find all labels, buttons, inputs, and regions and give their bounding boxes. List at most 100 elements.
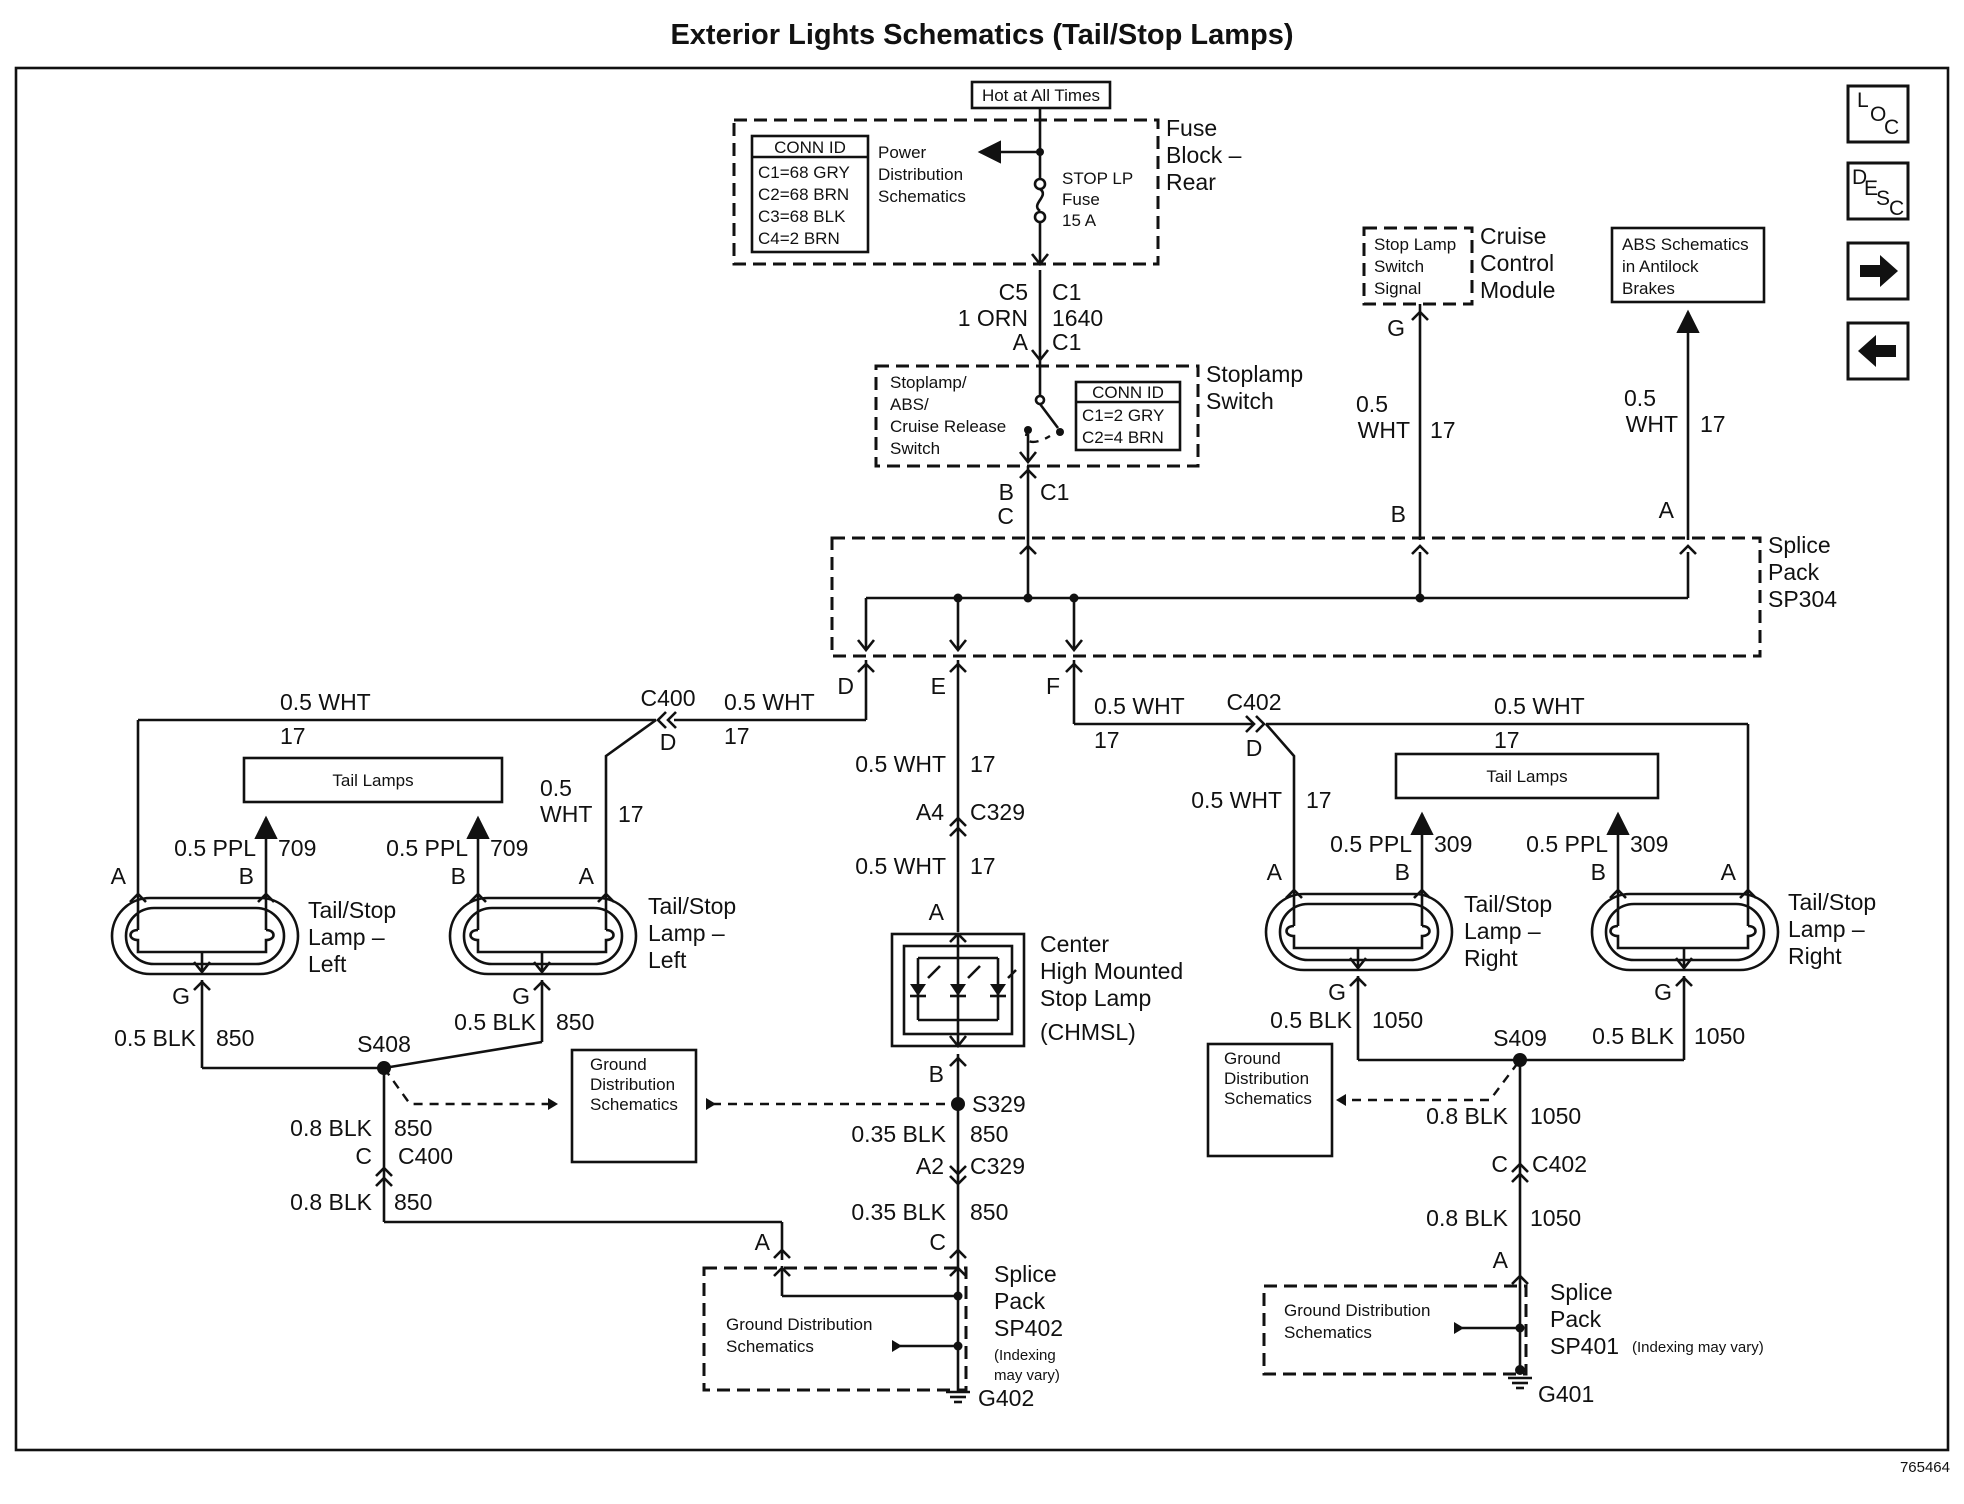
right-circuit: 0.5 WHT 17 C402 D 0.5 WHT 17 0.5 WHT 17 … <box>1065 660 1876 1372</box>
lower-gauge: 0.8 BLK <box>1426 1103 1508 1129</box>
cruise-signal-label: Stop Lamp <box>1374 235 1456 254</box>
conn-id-row: C1=68 GRY <box>758 163 850 182</box>
lamp-name: Tail/Stop <box>308 897 396 923</box>
tail-stop-lamp-left-1 <box>110 892 300 976</box>
conn-id-row: C2=68 BRN <box>758 185 849 204</box>
power-distribution-ref[interactable]: Distribution <box>878 165 963 184</box>
chmsl-wire-circuit: 17 <box>970 853 996 879</box>
cruise-boundary <box>1362 226 1474 306</box>
wire-label: A <box>1013 329 1029 355</box>
c329-pin: A4 <box>916 799 944 825</box>
abs-reference: ABS Schematics in Antilock Brakes 0.5 WH… <box>1610 226 1766 540</box>
ground-circuit: 850 <box>556 1009 594 1035</box>
chmsl-wire-gauge: 0.5 WHT <box>855 853 946 879</box>
lamp2-wire: 17 <box>618 801 644 827</box>
ground-ref-label: Schematics <box>1224 1089 1312 1108</box>
sp304-name: SP304 <box>1768 586 1837 612</box>
nav-buttons: L O C D E S C <box>1846 84 1910 381</box>
cruise-signal-label: Signal <box>1374 279 1421 298</box>
ground-distribution-ref-left[interactable] <box>570 1048 698 1164</box>
ground-ref-label: Schematics <box>590 1095 678 1114</box>
stoplamp-switch: Stoplamp Switch Stoplamp/ ABS/ Cruise Re… <box>874 361 1303 468</box>
switch-label: Switch <box>890 439 940 458</box>
abs-ref-label: ABS Schematics <box>1622 235 1749 254</box>
desc-letter: S <box>1876 187 1890 210</box>
lamp-name: Right <box>1788 943 1842 969</box>
conn-id-header: CONN ID <box>774 138 846 157</box>
tail-lamps-label: Tail Lamps <box>332 771 413 790</box>
conn-id-row: C1=2 GRY <box>1082 406 1164 425</box>
ppl-gauge: 0.5 PPL <box>1526 831 1608 857</box>
sp402-ground-ref[interactable]: Schematics <box>726 1337 814 1356</box>
fuse-block-boundary <box>732 118 1160 266</box>
ppl-circuit: 709 <box>490 835 528 861</box>
stoplamp-switch-name: Switch <box>1206 388 1274 414</box>
abs-ref-label: Brakes <box>1622 279 1675 298</box>
power-distribution-ref[interactable]: Schematics <box>878 187 966 206</box>
ground-pin: G <box>1654 979 1672 1005</box>
right-top-gauge: 0.5 WHT <box>1494 693 1585 719</box>
tail-lamps-ref-left[interactable] <box>242 756 504 804</box>
loc-button[interactable]: L O C <box>1846 84 1910 144</box>
lamp-pin: B <box>1395 859 1410 885</box>
desc-letter: E <box>1864 177 1878 200</box>
c329-label: C329 <box>970 799 1025 825</box>
tail-lamps-ref-right[interactable] <box>1394 752 1660 800</box>
lower-circuit: 850 <box>394 1115 432 1141</box>
arrow-left-icon[interactable] <box>1846 321 1910 381</box>
s408-label: S408 <box>357 1031 411 1057</box>
lamp-name: Tail/Stop <box>1464 891 1552 917</box>
fuse-block-rear: Hot at All Times Fuse Block – Rear CONN … <box>732 80 1242 267</box>
chmsl-wire-gauge: 0.5 WHT <box>855 751 946 777</box>
arrow-right-icon[interactable] <box>1846 241 1910 301</box>
cruise-wire-gauge: WHT <box>1358 417 1410 443</box>
ground-ref-label: Ground <box>590 1055 647 1074</box>
sp401-ground-ref[interactable]: Schematics <box>1284 1323 1372 1342</box>
wire-label: C1 <box>1052 329 1081 355</box>
lower-circuit: 1050 <box>1530 1205 1581 1231</box>
sp304-pin: F <box>1046 673 1060 699</box>
conn-id-row: C4=2 BRN <box>758 229 840 248</box>
ground-distribution-ref-right[interactable] <box>1206 1042 1334 1158</box>
loc-letter: L <box>1857 89 1869 112</box>
sp402-ground-ref[interactable]: Ground Distribution <box>726 1315 872 1334</box>
sp401-ground-ref[interactable]: Ground Distribution <box>1284 1301 1430 1320</box>
power-distribution-ref[interactable]: Power <box>878 143 927 162</box>
lamp-name: Left <box>308 951 347 977</box>
splice-pack-sp401: Ground Distribution Schematics G401 Spli… <box>1262 1279 1764 1407</box>
chmsl-name: Stop Lamp <box>1040 985 1151 1011</box>
fuse-block-name: Block – <box>1166 142 1242 168</box>
c402-pin: C <box>1491 1151 1508 1177</box>
cruise-module-name: Control <box>1480 250 1554 276</box>
sp304-name: Splice <box>1768 532 1831 558</box>
chmsl-name: Center <box>1040 931 1109 957</box>
right-top-circuit: 17 <box>1494 727 1520 753</box>
abs-schematics-ref[interactable] <box>1610 226 1766 304</box>
cruise-pin: G <box>1387 315 1405 341</box>
desc-letter: D <box>1852 166 1867 189</box>
wire-label: 1640 <box>1052 305 1103 331</box>
sp304-boundary <box>830 536 1762 658</box>
left-circuit: 0.5 WHT 17 C400 D 0.5 WHT 17 0.5 WHT 17 … <box>111 660 950 1260</box>
s409-label: S409 <box>1493 1025 1547 1051</box>
sp402-note: (Indexing <box>994 1347 1056 1364</box>
wire-label: C5 <box>999 279 1028 305</box>
hot-at-all-times-box <box>970 80 1112 110</box>
ppl-circuit: 309 <box>1434 831 1472 857</box>
lamp-pin: A <box>579 863 595 889</box>
c329-label: C329 <box>970 1153 1025 1179</box>
sp304-pin: E <box>931 673 946 699</box>
center-circuit: 0.5 WHT 17 A4 C329 0.5 WHT 17 A Center H… <box>755 660 1183 1384</box>
desc-button[interactable]: D E S C <box>1846 161 1910 221</box>
diagram-frame <box>14 66 1950 1452</box>
c400-in-gauge: 0.5 WHT <box>724 689 815 715</box>
wire-label: C1 <box>1052 279 1081 305</box>
chmsl-gnd-circuit: 850 <box>970 1199 1008 1225</box>
abs-wire-gauge: 0.5 <box>1624 385 1656 411</box>
ground-pin: G <box>512 983 530 1009</box>
c400-pin: C <box>355 1143 372 1169</box>
switch-label: ABS/ <box>890 395 929 414</box>
lower-gauge: 0.8 BLK <box>1426 1205 1508 1231</box>
conn-id-table <box>750 134 870 254</box>
